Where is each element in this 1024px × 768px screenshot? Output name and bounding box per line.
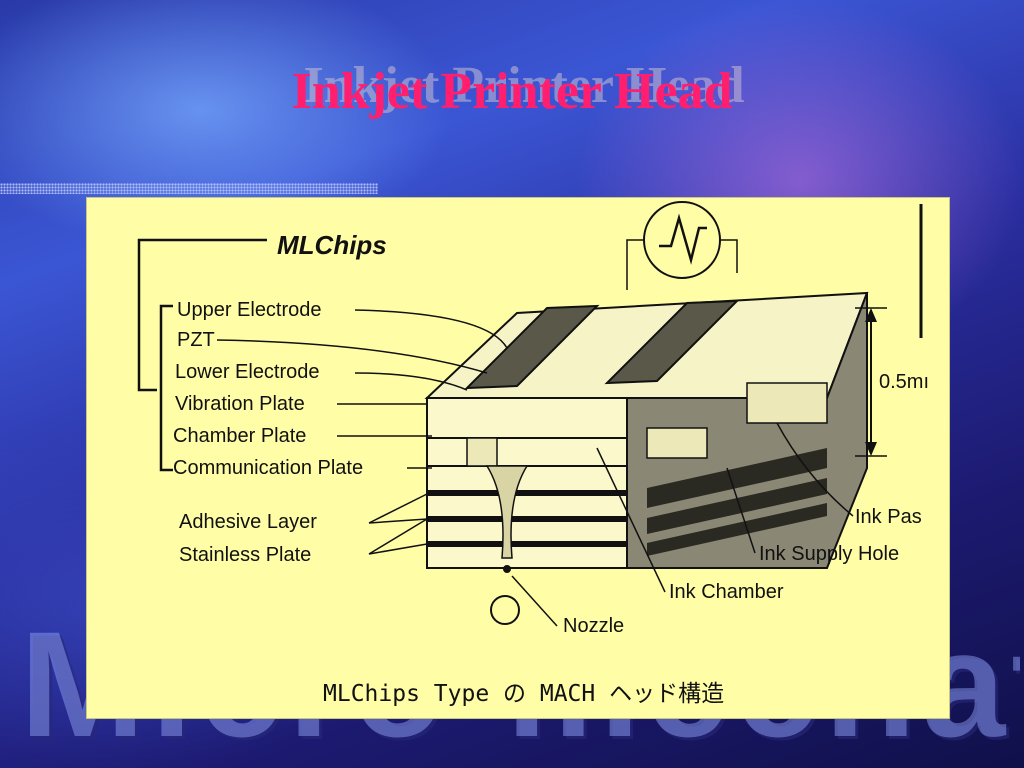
layers-bracket [159,304,173,472]
label-pzt: PZT [177,329,215,351]
label-upper-electrode: Upper Electrode [177,299,322,321]
diagram-caption: MLChips Type の MACH ヘッド構造 [323,681,725,707]
ink-droplet [490,595,520,625]
label-ink-chamber: Ink Chamber [669,581,784,603]
label-adhesive-layer: Adhesive Layer [179,511,317,533]
slide-title: Inkjet Printer Head [291,63,733,120]
dimension-label: 0.5mı [879,371,929,393]
slide-title-shadow: Inkjet Printer Head [303,57,745,114]
label-communication-plate: Communication Plate [173,457,363,479]
label-vibration-plate: Vibration Plate [175,393,305,415]
label-ink-supply-hole: Ink Supply Hole [759,543,899,565]
diagram-panel: 0.5mı MLChips Upper Electrode PZT Lower … [86,197,950,719]
decorative-dotted-bar [0,183,378,194]
dimension-marker: 0.5mı [855,204,929,457]
inkjet-head-diagram: 0.5mı MLChips Upper Electrode PZT Lower … [137,201,929,637]
label-nozzle: Nozzle [563,615,624,637]
label-chamber-plate: Chamber Plate [173,425,306,447]
drive-signal-icon [626,201,738,290]
head-body-illustration [424,291,869,573]
mlchips-bracket [137,238,267,392]
label-lower-electrode: Lower Electrode [175,361,320,383]
label-stainless-plate: Stainless Plate [179,544,311,566]
mlchips-heading: MLChips [277,230,387,260]
leader-lines [216,309,854,627]
label-ink-passage: Ink Pas [855,506,922,528]
